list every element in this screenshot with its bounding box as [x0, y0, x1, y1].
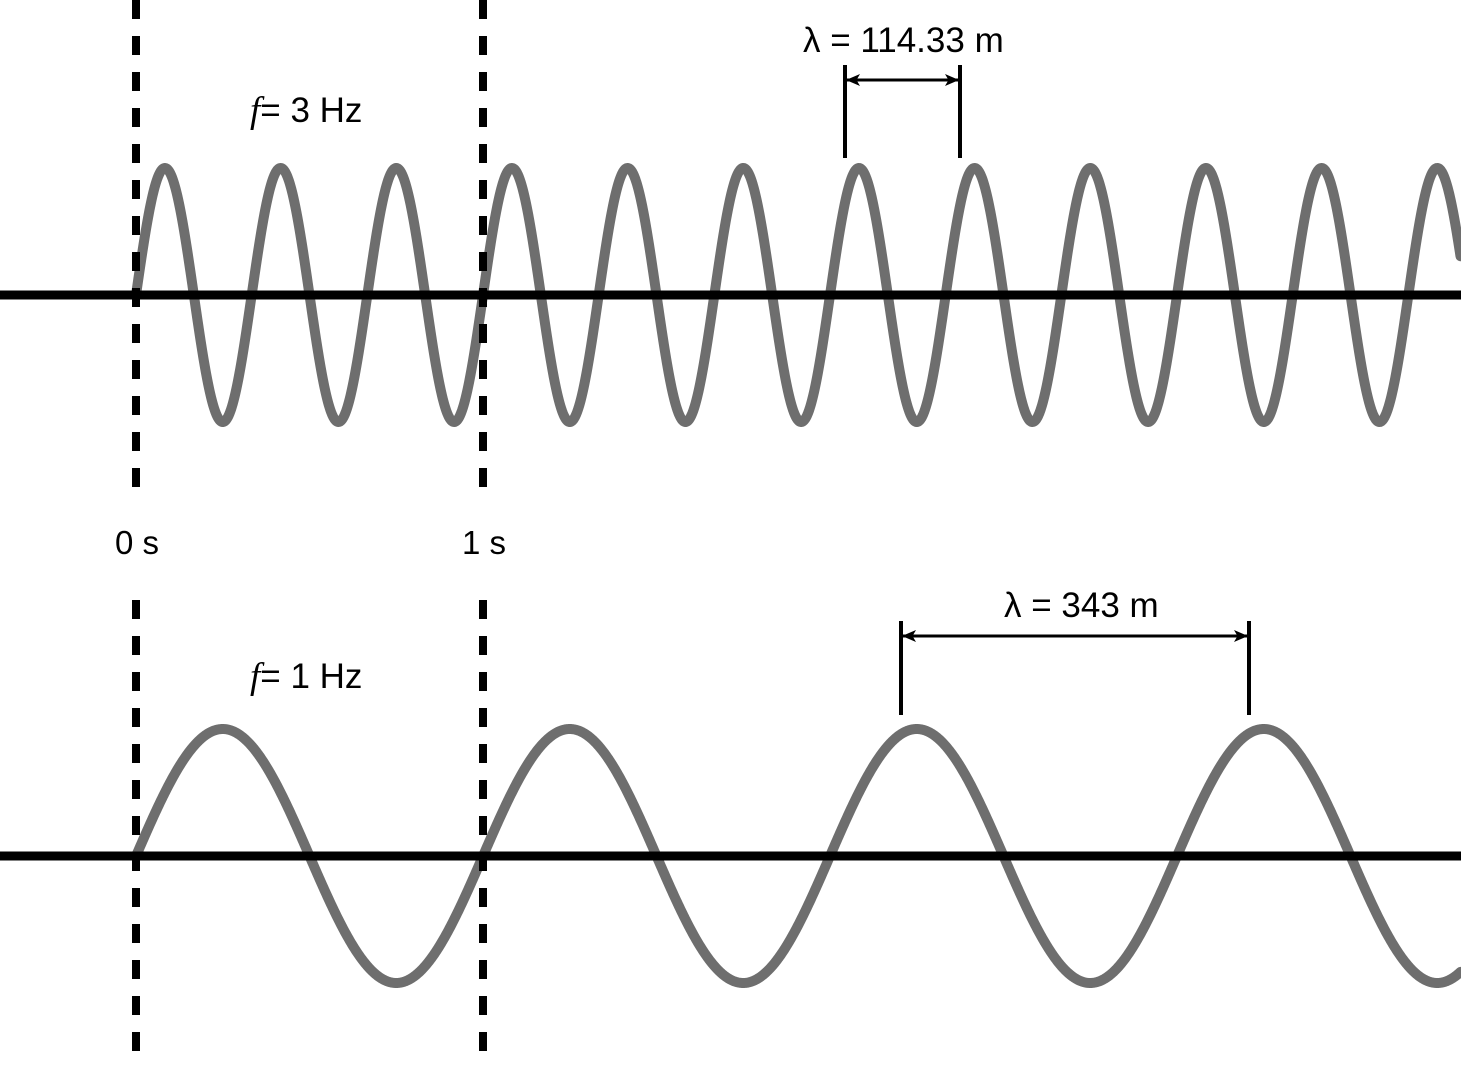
top-frequency-symbol: f: [250, 90, 261, 131]
top-frequency-label: f= 3 Hz: [250, 92, 362, 129]
wave-path-1hz: [131, 724, 1461, 988]
top-frequency-value: = 3 Hz: [260, 91, 363, 130]
bottom-panel: [0, 600, 1461, 1065]
bottom-wavelength-label: λ = 343 m: [1004, 586, 1159, 625]
bottom-frequency-label: f= 1 Hz: [250, 658, 362, 695]
wave-path-3hz: [131, 163, 1461, 427]
top-panel: [0, 0, 1461, 490]
bottom-wavelength-marker: [899, 621, 1251, 715]
bottom-frequency-symbol: f: [250, 656, 261, 697]
time-label-0s: 0 s: [115, 524, 160, 561]
bottom-frequency-value: = 1 Hz: [260, 657, 363, 696]
time-label-1s: 1 s: [462, 524, 507, 561]
top-wavelength-label: λ = 114.33 m: [803, 21, 1004, 60]
top-wavelength-marker: [843, 65, 962, 158]
